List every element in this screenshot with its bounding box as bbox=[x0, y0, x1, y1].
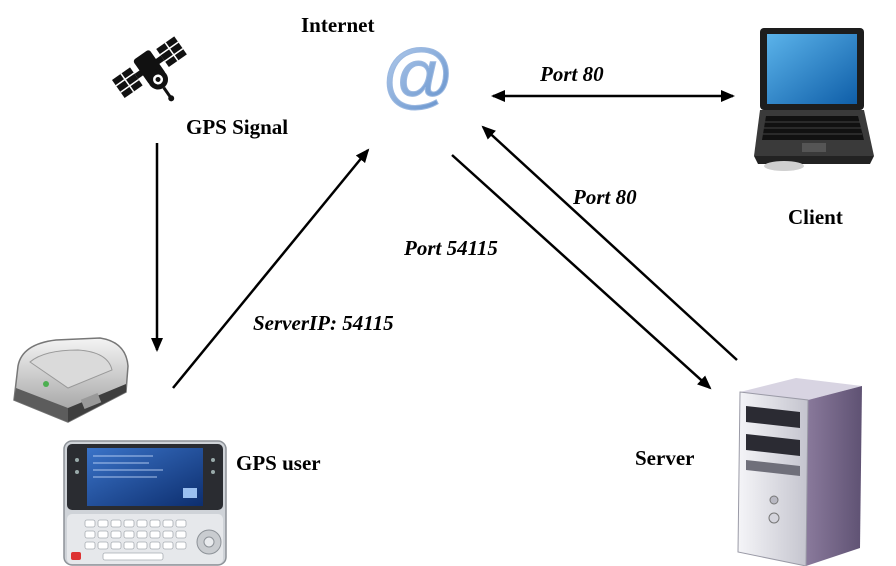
client-label: Client bbox=[788, 205, 843, 229]
gps-user-label: GPS user bbox=[236, 451, 321, 475]
gps-signal-label: GPS Signal bbox=[186, 115, 289, 139]
gps-receiver-icon bbox=[13, 337, 129, 423]
user-internet-label: ServerIP: 54115 bbox=[253, 311, 394, 335]
server-internet-port-label: Port 80 bbox=[573, 185, 637, 209]
phone-icon bbox=[63, 440, 227, 566]
laptop-icon bbox=[754, 28, 874, 171]
internet-to-server-arrow bbox=[451, 154, 712, 390]
user-to-internet-arrow bbox=[172, 148, 370, 389]
internet-server-port-label: Port 54115 bbox=[404, 236, 498, 260]
internet-client-port-label: Port 80 bbox=[540, 62, 604, 86]
at-sign-icon: @ bbox=[381, 38, 455, 116]
svg-text:@: @ bbox=[381, 38, 454, 116]
internet-label: Internet bbox=[301, 13, 375, 37]
satellite-icon bbox=[111, 36, 187, 102]
server-to-internet-arrow bbox=[481, 125, 738, 361]
server-tower-icon bbox=[737, 378, 862, 566]
server-label: Server bbox=[635, 446, 695, 470]
